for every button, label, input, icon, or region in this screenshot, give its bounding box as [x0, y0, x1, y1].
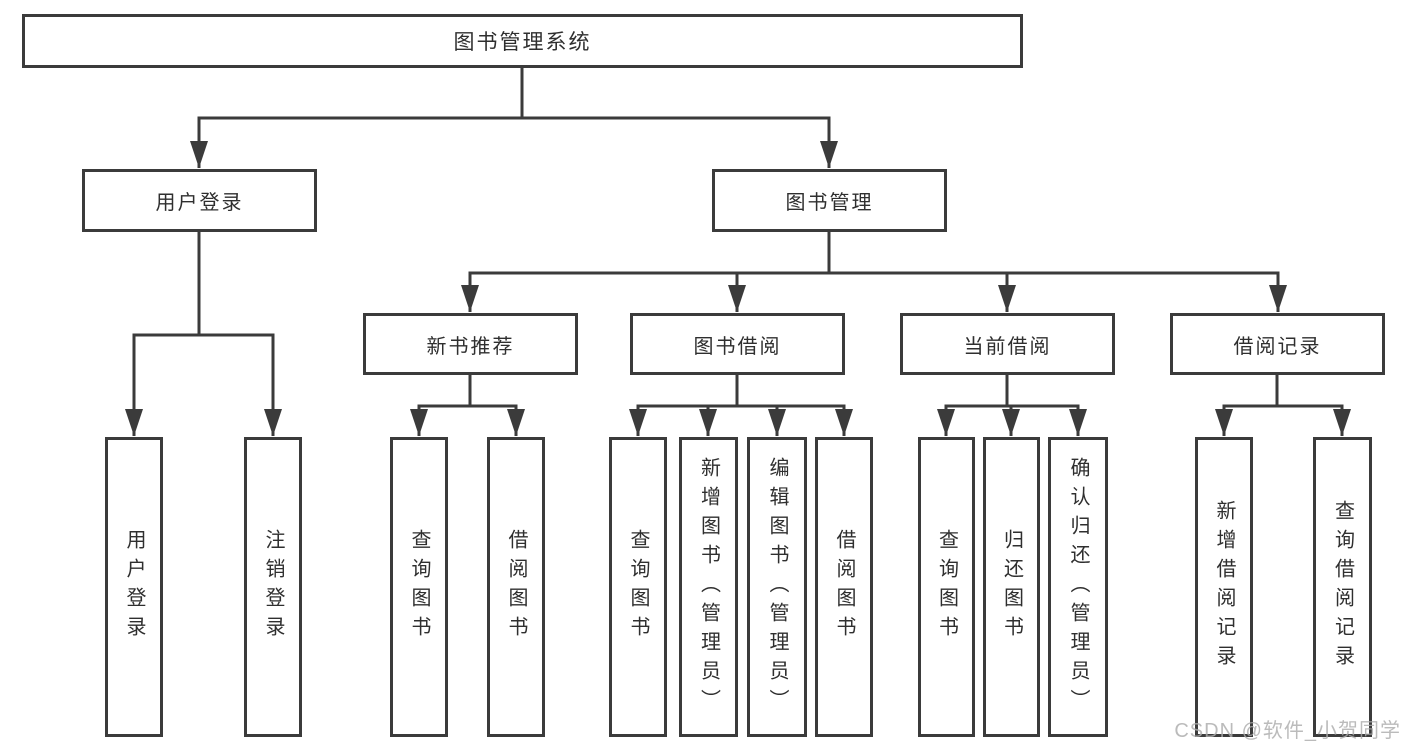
leaf-return-books-label: 归还图书 [1000, 529, 1023, 645]
node-book-borrow: 图书借阅 [630, 313, 845, 375]
node-new-book-recommend: 新书推荐 [363, 313, 578, 375]
node-new-book-recommend-label: 新书推荐 [426, 335, 515, 358]
leaf-add-borrow-record-label: 新增借阅记录 [1213, 500, 1235, 674]
leaf-query-borrow-record-label: 查询借阅记录 [1331, 500, 1354, 674]
leaf-confirm-return-admin: 确认归还（管理员） [1048, 437, 1108, 737]
leaf-confirm-return-admin-label: 确认归还（管理员） [1067, 456, 1089, 718]
node-user-login-label: 用户登录 [155, 192, 244, 214]
leaf-borrow-books-borrow: 借阅图书 [815, 437, 873, 737]
node-root: 图书管理系统 [22, 14, 1023, 68]
node-borrow-records: 借阅记录 [1170, 313, 1385, 375]
leaf-logout: 注销登录 [244, 437, 302, 737]
node-current-borrow: 当前借阅 [900, 313, 1115, 375]
node-borrow-records-label: 借阅记录 [1233, 335, 1322, 358]
leaf-add-book-admin-label: 新增图书（管理员） [697, 456, 720, 718]
leaf-query-books-current: 查询图书 [918, 437, 975, 737]
leaf-query-borrow-record: 查询借阅记录 [1313, 437, 1372, 737]
leaf-user-login: 用户登录 [105, 437, 163, 737]
node-book-borrow-label: 图书借阅 [693, 335, 782, 358]
connector-skeleton [132, 65, 1344, 408]
leaf-query-books-recommend-label: 查询图书 [408, 529, 430, 645]
leaf-borrow-books-borrow-label: 借阅图书 [833, 529, 855, 645]
node-user-login: 用户登录 [82, 169, 317, 232]
leaf-borrow-books-recommend: 借阅图书 [487, 437, 545, 737]
leaf-user-login-label: 用户登录 [123, 529, 145, 645]
leaf-add-borrow-record: 新增借阅记录 [1195, 437, 1253, 737]
node-current-borrow-label: 当前借阅 [963, 335, 1052, 358]
leaf-query-books-borrow-label: 查询图书 [627, 529, 649, 645]
leaf-query-books-recommend: 查询图书 [390, 437, 448, 737]
leaf-borrow-books-recommend-label: 借阅图书 [505, 529, 527, 645]
leaf-return-books: 归还图书 [983, 437, 1040, 737]
leaf-query-books-current-label: 查询图书 [935, 529, 958, 645]
node-book-management-label: 图书管理 [785, 192, 874, 214]
connector-arrows [125, 118, 1351, 436]
leaf-logout-label: 注销登录 [262, 529, 284, 645]
node-book-management: 图书管理 [712, 169, 947, 232]
leaf-add-book-admin: 新增图书（管理员） [679, 437, 738, 737]
leaf-query-books-borrow: 查询图书 [609, 437, 667, 737]
leaf-edit-book-admin-label: 编辑图书（管理员） [766, 456, 788, 718]
leaf-edit-book-admin: 编辑图书（管理员） [747, 437, 807, 737]
node-root-label: 图书管理系统 [453, 31, 592, 54]
watermark: CSDN @软件_小贺同学 [1174, 720, 1401, 742]
